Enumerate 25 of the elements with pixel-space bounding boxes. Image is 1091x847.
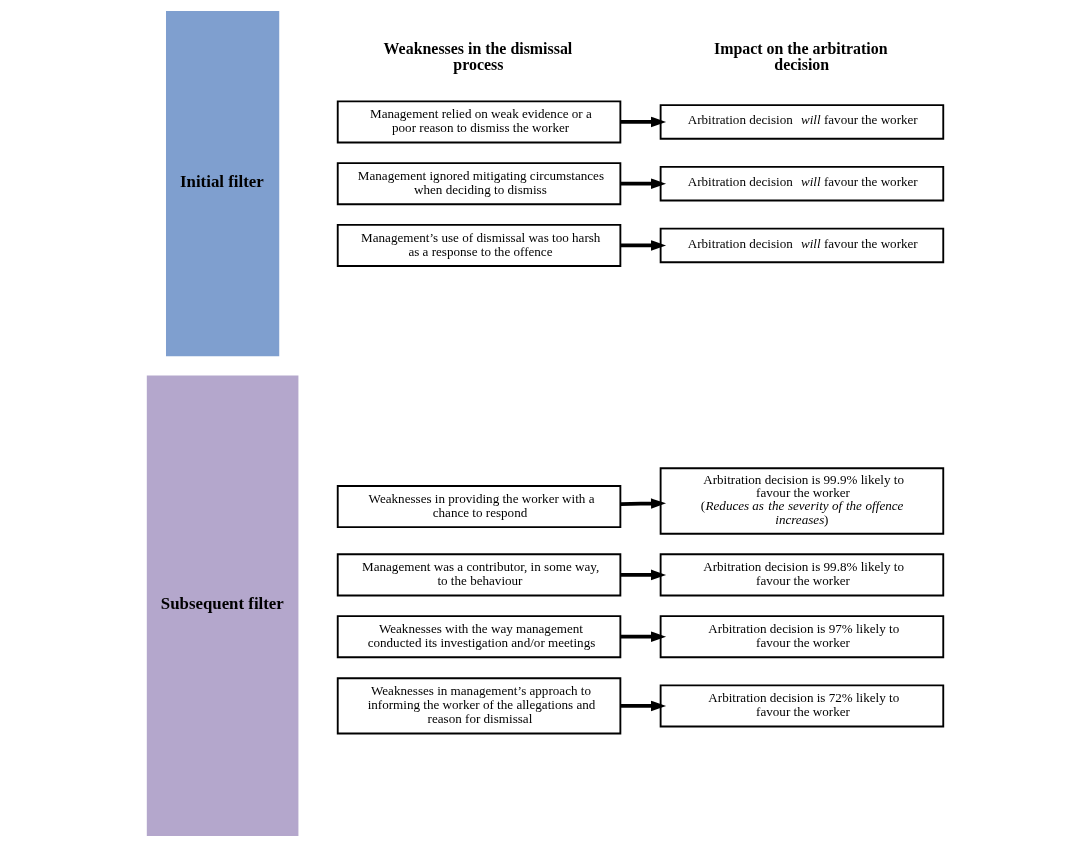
node-box: Weaknesses in management’s approach to informing the worker of the allegations and reason for dismissal — [336, 677, 622, 735]
node-box: Management’s use of dismissal was too harsh as a response to the offence — [336, 223, 622, 267]
arrow — [620, 569, 667, 581]
arrow — [620, 700, 667, 712]
node-box: Management was a contributor, in some way, to the behaviour — [336, 553, 622, 597]
arrow — [620, 498, 667, 509]
node-box: Arbitration decision is 99.8% likely to favour the worker — [659, 553, 945, 597]
node-box: Management ignored mitigating circumstances when deciding to dismiss — [336, 162, 622, 206]
label: Impact on the arbitration decision — [713, 40, 888, 74]
node-box: Arbitration decision is 97% likely to favour the worker — [659, 615, 945, 659]
node-box: Initial filter — [166, 11, 280, 357]
arrow — [620, 116, 667, 128]
node-box: Subsequent filter — [146, 375, 299, 836]
node-box: Arbitration decision will favour the worker — [659, 165, 945, 202]
arrow — [620, 631, 667, 642]
arrow — [620, 178, 667, 189]
node-box: Arbitration decision will favour the worker — [659, 227, 945, 264]
node-box: Weaknesses with the way management conducted its investigation and/or meetings — [336, 615, 622, 659]
node-box: Arbitration decision is 99.9% likely to favour the worker (Reduces as the severity of the offence increases) — [659, 467, 945, 535]
node-box: Arbitration decision will favour the worker — [659, 104, 945, 140]
label: Weaknesses in the dismissal process — [383, 40, 573, 74]
arrow — [620, 240, 667, 251]
node-box: Weaknesses in providing the worker with a chance to respond — [336, 485, 622, 529]
node-box: Arbitration decision is 72% likely to favour the worker — [659, 684, 945, 728]
node-box: Management relied on weak evidence or a poor reason to dismiss the worker — [336, 100, 622, 144]
